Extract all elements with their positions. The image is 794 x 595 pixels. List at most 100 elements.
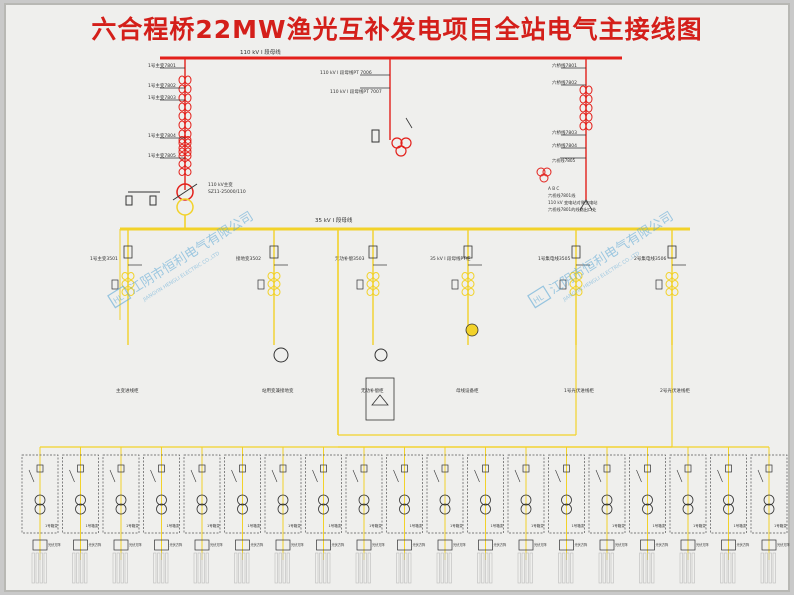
pt-bay-label: 110 kV Ⅰ 段母线PT 7007: [330, 88, 382, 95]
line-pt-winding: [539, 173, 549, 183]
arrester-symbol: [655, 279, 663, 290]
pv-string-symbol: [570, 552, 574, 584]
inverter-switch: [271, 469, 278, 483]
inverter-label: 1号箱变: [734, 523, 747, 528]
pv-string-symbol: [286, 552, 290, 584]
box-transformer-frame: [21, 454, 59, 534]
ct-symbol: [178, 168, 186, 176]
box-transformer-frame: [750, 454, 788, 534]
inverter-switch: [636, 469, 642, 483]
inverter-switch: [69, 469, 75, 483]
box-transformer-winding: [277, 503, 289, 515]
pv-array-label: 光伏方阵: [291, 542, 305, 547]
inverter-switch: [109, 469, 116, 483]
lv-bay-bottom-label: 无功补偿柜: [361, 387, 384, 394]
box-transformer-winding: [561, 503, 572, 515]
inverter-symbol: [275, 539, 291, 551]
lv-ct-symbol: [127, 288, 135, 296]
inverter-symbol: [316, 539, 331, 551]
lv-ct-symbol: [671, 288, 679, 296]
box-transformer-winding: [763, 494, 775, 506]
pv-string-symbol: [760, 552, 764, 584]
pv-string-symbol: [39, 552, 43, 584]
lv-ct-symbol: [127, 272, 135, 280]
inverter-switch: [231, 469, 237, 483]
neutral-arrester: [125, 195, 133, 206]
circuit-breaker: [123, 245, 133, 259]
arrester-symbol: [257, 279, 265, 290]
box-transformer-winding: [601, 503, 613, 515]
hv-outgoing-label: 六桥线7802: [552, 79, 577, 86]
inverter-fuse: [117, 464, 125, 473]
pv-string-symbol: [43, 552, 47, 584]
pv-string-symbol: [566, 552, 570, 584]
inverter-symbol: [235, 539, 250, 551]
lv-ct-symbol: [671, 272, 679, 280]
pv-string-symbol: [323, 552, 327, 584]
hv-outgoing-note: 六桥线7801的线路出口处: [548, 206, 597, 213]
circuit-breaker: [269, 245, 279, 259]
pv-string-symbol: [444, 552, 448, 584]
lv-ct-symbol: [273, 280, 281, 288]
box-transformer-winding: [156, 503, 167, 515]
hv-outgoing-label: 六桥线7804: [552, 142, 577, 149]
lv-ct-symbol: [665, 288, 673, 296]
pv-string-symbol: [396, 552, 400, 584]
lv-ct-symbol: [127, 280, 135, 288]
pv-string-symbol: [772, 552, 776, 584]
inverter-label: 1号箱变: [329, 523, 342, 528]
pv-string-symbol: [647, 552, 651, 584]
pv-string-symbol: [72, 552, 76, 584]
pv-string-symbol: [201, 552, 205, 584]
inverter-switch: [555, 469, 561, 483]
box-transformer-winding: [723, 494, 734, 506]
lv-ct-symbol: [366, 288, 374, 296]
inverter-symbol: [599, 539, 615, 551]
transformer-tap-arrow: [172, 183, 198, 201]
disconnector-symbol: [184, 120, 192, 130]
disconnector-symbol: [184, 111, 192, 121]
disconnector-symbol: [178, 111, 186, 121]
inverter-switch: [514, 469, 521, 483]
inverter-symbol: [73, 539, 88, 551]
box-transformer-winding: [480, 494, 491, 506]
box-transformer-winding: [237, 494, 248, 506]
pv-string-symbol: [124, 552, 128, 584]
disconnector-symbol: [178, 102, 186, 112]
lv-ct-symbol: [575, 272, 583, 280]
outgoing-ct-symbol: [585, 112, 593, 122]
lv-bay-bottom-label: 母线设备柜: [456, 387, 479, 394]
pv-string-symbol: [84, 552, 88, 584]
pv-string-symbol: [485, 552, 489, 584]
pv-array-label: 光伏方阵: [89, 542, 103, 547]
lv-ct-symbol: [372, 288, 380, 296]
watermark-cn: 江阴市恒利电气有限公司: [127, 208, 257, 297]
hv-outgoing-note: 六桥线7801线: [548, 192, 576, 199]
pv-string-symbol: [76, 552, 80, 584]
inverter-label: 1号箱变: [450, 523, 463, 528]
pv-array-label: 光伏方阵: [737, 542, 751, 547]
lv-ct-symbol: [366, 280, 374, 288]
pt-bay-label: 110 kV Ⅰ 段母线PT 7006: [320, 69, 372, 76]
transformer-winding-hv: [176, 183, 194, 201]
ct-symbol: [184, 136, 192, 144]
pv-string-symbol: [691, 552, 695, 584]
inverter-symbol: [113, 539, 129, 551]
inverter-switch: [595, 469, 602, 483]
pv-string-symbol: [732, 552, 736, 584]
disconnector-symbol: [178, 75, 186, 85]
inverter-label: 1号箱变: [653, 523, 666, 528]
box-transformer-winding: [399, 494, 410, 506]
inverter-fuse: [482, 464, 489, 473]
transformer-model: SZ11-25000/110: [208, 189, 246, 195]
lv-ct-symbol: [575, 280, 583, 288]
ct-symbol: [184, 160, 192, 168]
inverter-symbol: [680, 539, 696, 551]
inverter-fuse: [239, 464, 246, 473]
pv-string-symbol: [651, 552, 655, 584]
circuit-breaker: [463, 245, 473, 259]
